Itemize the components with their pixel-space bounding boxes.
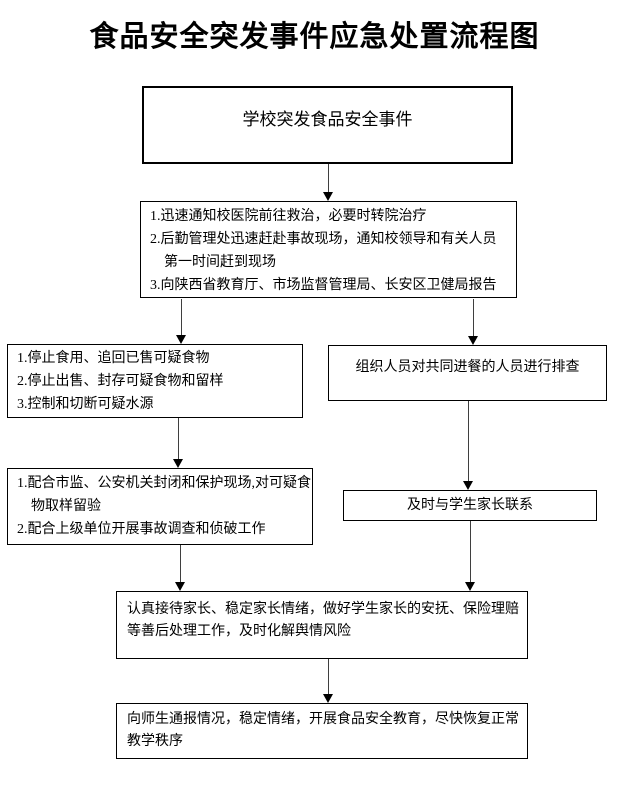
arrow-shaft <box>328 659 329 696</box>
investigate-line-1: 1.配合市监、公安机关封闭和保护现场,对可疑食 <box>17 476 311 491</box>
flow-box-aftercare: 认真接待家长、稳定家长情绪，做好学生家长的安抚、保险理赔 等善后处理工作，及时化… <box>116 591 528 659</box>
arrow-down-icon <box>323 192 333 201</box>
stop-food-line-3: 3.控制和切断可疑水源 <box>17 397 154 412</box>
arrow-shaft <box>470 521 471 584</box>
stop-food-line-2: 2.停止出售、封存可疑食物和留样 <box>17 374 224 389</box>
page-title: 食品安全突发事件应急处置流程图 <box>89 21 540 53</box>
arrow-down-icon <box>323 694 333 703</box>
arrow-shaft <box>180 545 181 584</box>
arrow-down-icon <box>173 459 183 468</box>
arrow-shaft <box>178 418 179 461</box>
initial-response-line-3: 第一时间赶到现场 <box>164 255 276 270</box>
arrow-down-icon <box>176 335 186 344</box>
connector-initial-to-screen <box>468 299 479 345</box>
stop-food-line-1: 1.停止食用、追回已售可疑食物 <box>17 351 210 366</box>
connector-screen-to-contact <box>463 401 474 490</box>
flow-box-incident: 学校突发食品安全事件 <box>142 86 513 164</box>
arrow-shaft <box>468 401 469 483</box>
arrow-down-icon <box>468 336 478 345</box>
connector-incident-to-initial <box>323 164 334 201</box>
initial-response-line-4: 3.向陕西省教育厅、市场监督管理局、长安区卫健局报告 <box>150 278 497 293</box>
restore-line-1: 向师生通报情况，稳定情绪，开展食品安全教育，尽快恢复正常 <box>127 712 519 727</box>
arrow-down-icon <box>175 582 185 591</box>
flow-box-incident-label: 学校突发食品安全事件 <box>242 109 413 129</box>
connector-investigate-to-aftercare <box>175 545 186 591</box>
connector-initial-to-stop-food <box>176 299 187 344</box>
contact-parents-label: 及时与学生家长联系 <box>407 498 533 513</box>
arrow-shaft <box>473 299 474 338</box>
aftercare-line-2: 等善后处理工作，及时化解舆情风险 <box>127 624 351 639</box>
flow-box-investigate: 1.配合市监、公安机关封闭和保护现场,对可疑食 物取样留验 2.配合上级单位开展… <box>7 468 313 545</box>
restore-line-2: 教学秩序 <box>127 734 183 749</box>
flow-box-contact-parents: 及时与学生家长联系 <box>343 490 597 521</box>
initial-response-line-2: 2.后勤管理处迅速赶赴事故现场，通知校领导和有关人员 <box>150 232 497 247</box>
investigate-line-3: 2.配合上级单位开展事故调查和侦破工作 <box>17 522 266 537</box>
flow-box-stop-food: 1.停止食用、追回已售可疑食物 2.停止出售、封存可疑食物和留样 3.控制和切断… <box>7 344 303 418</box>
flow-box-screen-diners: 组织人员对共同进餐的人员进行排查 <box>328 345 607 401</box>
arrow-down-icon <box>463 481 473 490</box>
arrow-shaft <box>181 299 182 337</box>
aftercare-line-1: 认真接待家长、稳定家长情绪，做好学生家长的安抚、保险理赔 <box>127 602 519 617</box>
arrow-down-icon <box>465 582 475 591</box>
screen-diners-label: 组织人员对共同进餐的人员进行排查 <box>355 359 580 375</box>
connector-contact-to-aftercare <box>465 521 476 591</box>
connector-aftercare-to-restore <box>323 659 334 703</box>
connector-stop-food-to-investigate <box>173 418 184 468</box>
initial-response-line-1: 1.迅速通知校医院前往救治，必要时转院治疗 <box>150 209 427 224</box>
investigate-line-2: 物取样留验 <box>31 499 101 514</box>
flow-box-initial-response: 1.迅速通知校医院前往救治，必要时转院治疗 2.后勤管理处迅速赶赴事故现场，通知… <box>140 201 517 298</box>
flow-box-restore-order: 向师生通报情况，稳定情绪，开展食品安全教育，尽快恢复正常 教学秩序 <box>116 703 528 759</box>
arrow-shaft <box>328 164 329 194</box>
